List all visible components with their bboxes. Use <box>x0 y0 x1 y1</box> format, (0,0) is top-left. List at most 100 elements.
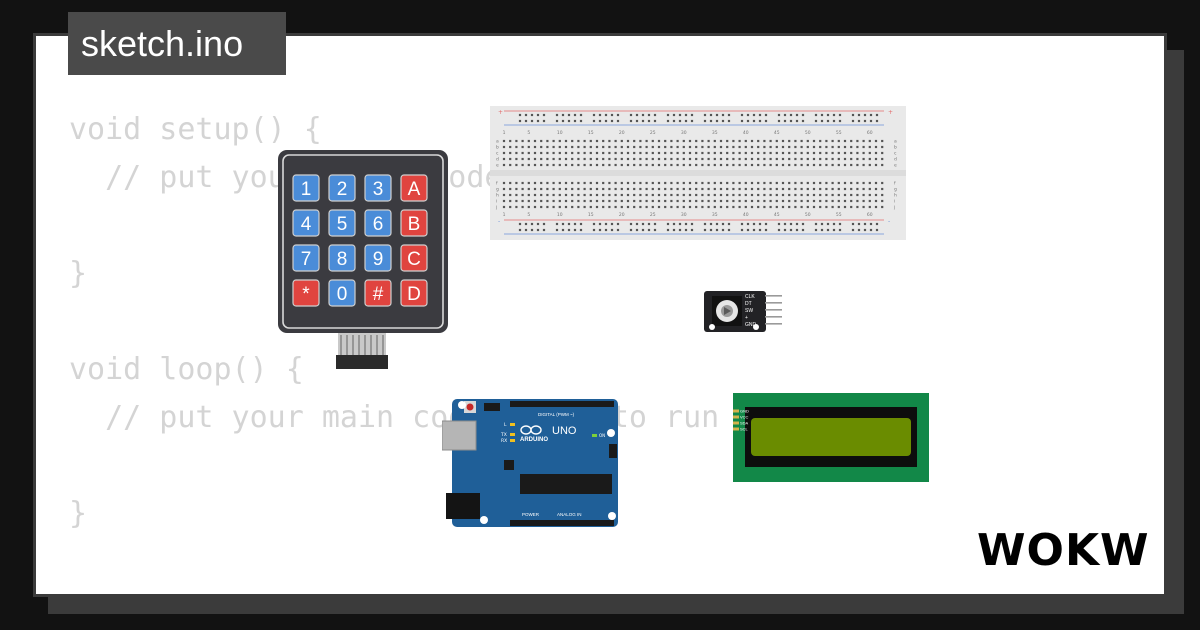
breadboard-hole <box>744 205 747 209</box>
breadboard-row-label: b <box>894 145 897 151</box>
breadboard-hole <box>533 163 537 167</box>
breadboard-hole <box>620 187 623 191</box>
breadboard-column-label: 45 <box>774 212 780 218</box>
keypad-key[interactable]: B <box>400 209 428 237</box>
breadboard-hole <box>533 151 537 155</box>
lcd-pin[interactable] <box>733 415 739 419</box>
wokwi-logo[interactable]: WOKWi <box>975 525 1150 575</box>
breadboard-hole <box>727 113 731 117</box>
keypad-key[interactable]: 9 <box>364 244 392 272</box>
breadboard-hole <box>577 187 580 191</box>
encoder-pin[interactable] <box>765 323 782 325</box>
encoder-pin[interactable] <box>765 309 782 311</box>
breadboard-hole <box>750 187 754 191</box>
sketch-tab[interactable]: sketch.ino <box>68 12 286 75</box>
keypad-key[interactable]: 1 <box>292 174 320 202</box>
encoder-pin[interactable] <box>765 295 782 297</box>
breadboard-hole <box>536 113 540 117</box>
breadboard-hole <box>564 181 568 185</box>
analog-label: ANALOG IN <box>557 512 582 517</box>
breadboard-hole <box>869 113 873 117</box>
breadboard-hole <box>831 151 834 155</box>
breadboard-hole <box>620 157 623 161</box>
breadboard-hole <box>595 181 599 185</box>
breadboard-hole <box>670 163 673 167</box>
keypad-key[interactable]: # <box>364 279 392 307</box>
keypad-key[interactable]: 3 <box>364 174 392 202</box>
keypad-bezel <box>282 154 444 329</box>
breadboard-hole <box>684 222 688 226</box>
reset-button[interactable] <box>466 403 474 411</box>
breadboard-hole <box>533 157 537 161</box>
breadboard-hole <box>610 113 614 117</box>
breadboard-hole <box>672 119 676 123</box>
breadboard-hole <box>558 193 561 197</box>
breadboard-hole <box>719 193 723 197</box>
breadboard-column-label: 35 <box>712 212 718 218</box>
encoder-pin[interactable] <box>765 316 782 318</box>
breadboard-hole <box>721 222 725 226</box>
breadboard-hole <box>678 113 682 117</box>
keypad-key-label: 8 <box>337 249 348 270</box>
breadboard-hole <box>738 145 741 149</box>
breadboard-hole <box>709 222 713 226</box>
keypad-key-face <box>328 244 356 272</box>
breadboard-row-label: g <box>894 188 897 193</box>
breadboard-hole <box>831 193 834 197</box>
arduino-uno[interactable]: DIGITAL (PWM ~) POWER ANALOG IN UNO ARDU… <box>442 394 622 529</box>
breadboard-hole <box>881 193 884 197</box>
lcd-pin[interactable] <box>733 409 739 413</box>
encoder-pin[interactable] <box>765 302 782 304</box>
lcd-pin[interactable] <box>733 427 739 431</box>
breadboard-hole <box>812 193 816 197</box>
breadboard-hole <box>620 181 623 185</box>
digital-header <box>510 401 614 407</box>
breadboard-hole <box>812 187 816 191</box>
breadboard-hole <box>633 193 636 197</box>
breadboard-hole <box>614 163 617 167</box>
breadboard-hole <box>651 205 654 209</box>
breadboard-hole <box>746 228 750 232</box>
lcd-pin[interactable] <box>733 421 739 425</box>
breadboard-row-label: g <box>496 188 499 193</box>
breadboard-column-label: 1 <box>503 212 506 218</box>
breadboard-hole <box>688 139 692 143</box>
breadboard-hole <box>814 222 818 226</box>
breadboard-hole <box>715 222 719 226</box>
breadboard-hole <box>579 113 583 117</box>
breadboard-hole <box>838 113 842 117</box>
keypad-key[interactable]: C <box>400 244 428 272</box>
breadboard-hole <box>614 205 617 209</box>
keypad-key[interactable]: 4 <box>292 209 320 237</box>
keypad-key[interactable]: 6 <box>364 209 392 237</box>
breadboard-hole <box>856 151 859 155</box>
breadboard-hole <box>564 145 568 149</box>
keypad-key[interactable]: 0 <box>328 279 356 307</box>
keypad-key[interactable]: 2 <box>328 174 356 202</box>
code-line: } <box>69 256 88 291</box>
breadboard-hole <box>595 163 599 167</box>
breadboard-hole <box>629 222 633 226</box>
keypad-key[interactable]: A <box>400 174 428 202</box>
keypad-key[interactable]: * <box>292 279 320 307</box>
breadboard-hole <box>868 157 871 161</box>
breadboard-hole <box>552 151 555 155</box>
breadboard-hole <box>707 181 710 185</box>
keypad-key[interactable]: D <box>400 279 428 307</box>
breadboard-hole <box>850 181 853 185</box>
breadboard-hole <box>670 193 673 197</box>
breadboard-hole <box>509 187 512 191</box>
breadboard-hole <box>602 145 605 149</box>
keypad-key[interactable]: 7 <box>292 244 320 272</box>
breadboard-hole <box>819 151 822 155</box>
breadboard-hole <box>701 151 704 155</box>
breadboard-hole <box>639 145 642 149</box>
breadboard-hole <box>850 199 853 203</box>
keypad-key[interactable]: 8 <box>328 244 356 272</box>
keypad-key[interactable]: 5 <box>328 209 356 237</box>
